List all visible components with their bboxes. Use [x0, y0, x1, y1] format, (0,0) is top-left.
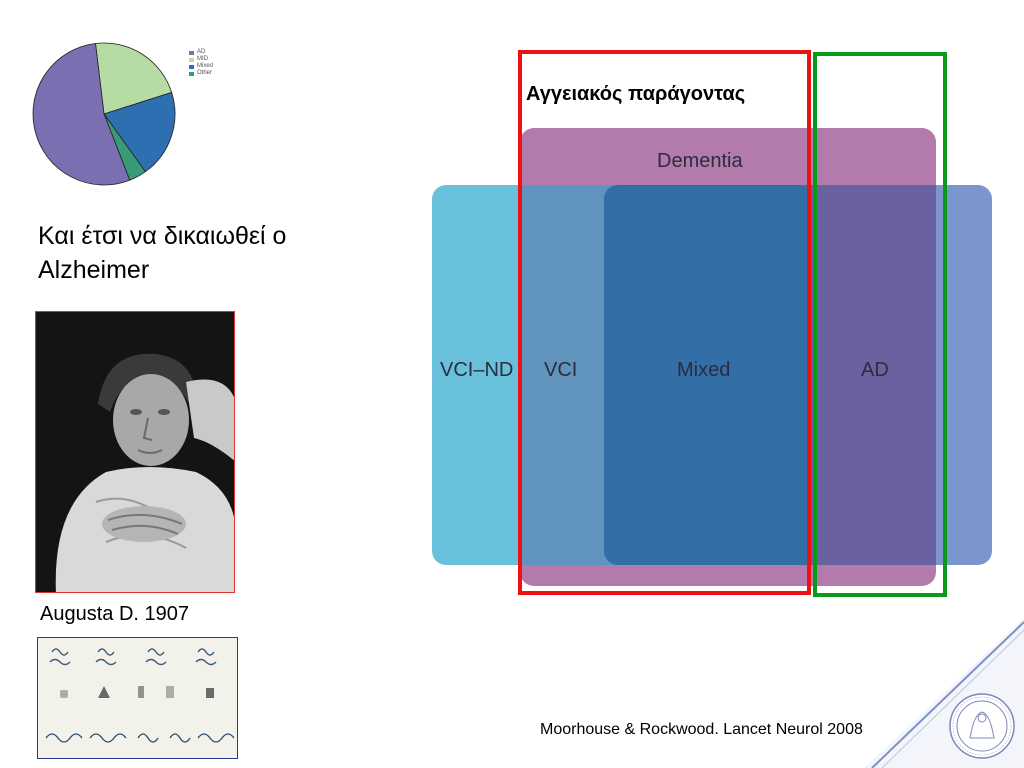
- legend-swatch: [189, 71, 194, 76]
- corner-decoration: [864, 618, 1024, 768]
- augusta-d-portrait-photo: [35, 311, 235, 593]
- legend-swatch: [189, 57, 194, 62]
- ad-label: AD: [861, 359, 889, 381]
- university-seal-icon: [949, 693, 1015, 759]
- vascular-factor-label: Αγγειακός παράγοντας: [526, 83, 746, 105]
- legend-swatch: [189, 64, 194, 69]
- pie-slice-mixed: [103, 91, 176, 173]
- diagnosis-pie-chart: [32, 42, 176, 186]
- vci-nd-label: VCI–ND: [440, 359, 514, 381]
- heading-line-1: Και έτσι να δικαιωθεί ο: [38, 222, 287, 250]
- vci-label: VCI: [544, 359, 578, 381]
- pie-slice-mid: [95, 42, 173, 115]
- dementia-label: Dementia: [657, 150, 743, 172]
- mixed-label: Mixed: [677, 359, 731, 381]
- legend-item-mixed: Mixed: [189, 63, 213, 70]
- slide-heading: Και έτσι να δικαιωθεί ο Alzheimer: [38, 219, 408, 287]
- handwriting-sample-image: [37, 637, 238, 759]
- legend-item-mid: MID: [189, 56, 213, 63]
- legend-label: Mixed: [197, 63, 214, 69]
- legend-item-ad: AD: [189, 49, 213, 56]
- legend-label: MID: [197, 56, 208, 62]
- vascular-factor-frame: [518, 50, 811, 595]
- pie-slice-ad: [32, 43, 131, 186]
- ad-dementia-overlap-region: [812, 185, 936, 565]
- legend-label: AD: [197, 49, 206, 55]
- reference-citation: Moorhouse & Rockwood. Lancet Neurol 2008: [540, 721, 863, 738]
- legend-item-other: Other: [189, 70, 213, 77]
- legend-label: Other: [197, 70, 213, 76]
- ad-highlight-frame: [813, 52, 947, 597]
- heading-line-2: Alzheimer: [38, 256, 150, 284]
- photo-caption: Augusta D. 1907: [40, 603, 189, 625]
- legend-swatch: [189, 50, 194, 55]
